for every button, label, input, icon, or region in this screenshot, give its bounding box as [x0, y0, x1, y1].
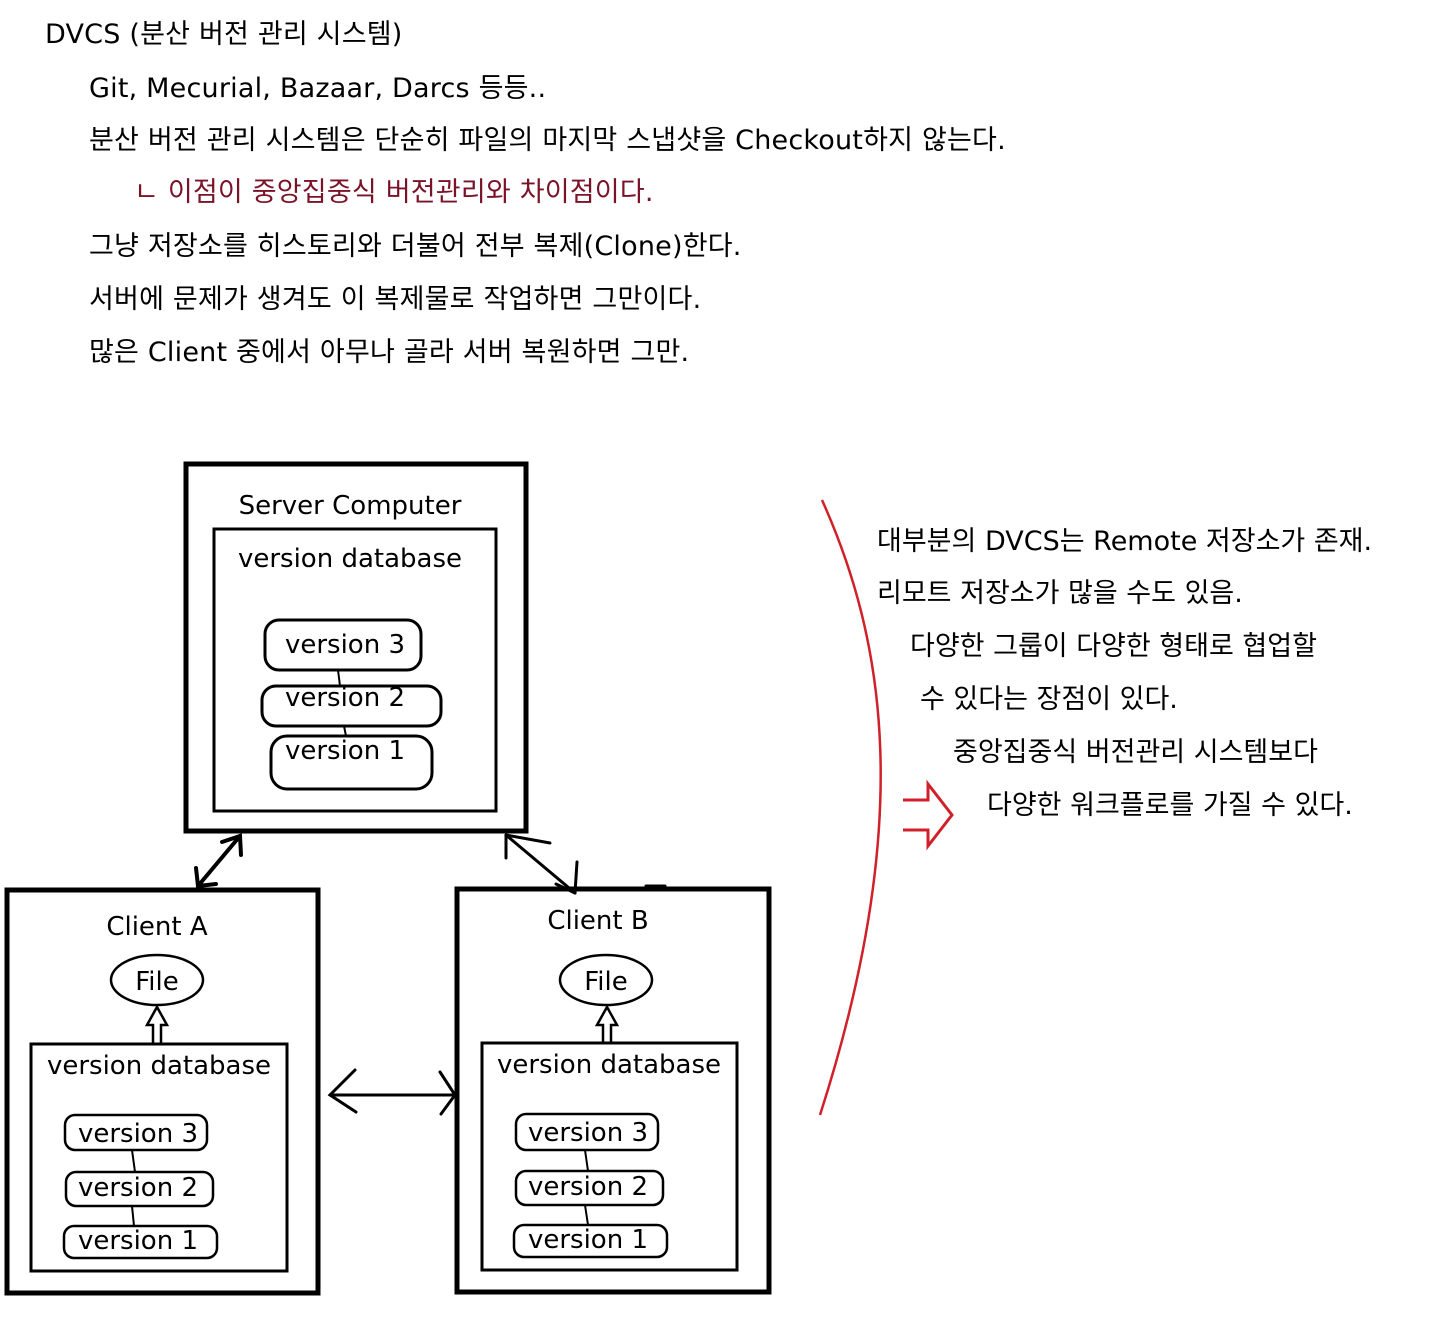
- red-bracket-curve: [818, 499, 882, 1116]
- client-b: Client B File version database version 3…: [454, 886, 772, 1295]
- client-a-db-label: version database: [47, 1051, 271, 1081]
- server-client-b-sync-arrow-icon: [504, 833, 667, 895]
- server-version-2: [260, 684, 443, 728]
- client-b-version-1: [512, 1223, 669, 1259]
- server-version-3: [263, 618, 423, 672]
- client-b-version-1-label: version 1: [528, 1225, 648, 1255]
- side-note-workflow-1: 중앙집중식 버전관리 시스템보다: [953, 737, 1318, 768]
- client-b-checkout-arrow-icon: [594, 1004, 620, 1043]
- server-version-3-label: version 3: [285, 630, 405, 660]
- side-note-collaboration-1: 다양한 그룹이 다양한 형태로 협업할: [910, 631, 1317, 662]
- client-a-version-2: [64, 1170, 215, 1208]
- client-a-file-label: File: [135, 967, 179, 997]
- client-a-version-link: [131, 1205, 135, 1227]
- client-a-checkout-arrow-icon: [144, 1004, 170, 1044]
- server-version-2-label: version 2: [285, 683, 405, 713]
- side-note-multiple-remotes: 리모트 저장소가 많을 수도 있음.: [877, 578, 1243, 609]
- server-client-a-sync-arrow-icon: [194, 833, 243, 889]
- client-a-client-b-sync-arrow-icon: [327, 1068, 457, 1116]
- red-right-arrow-icon: [903, 779, 954, 851]
- client-b-version-3-label: version 3: [528, 1118, 648, 1148]
- client-b-file: [558, 953, 654, 1007]
- client-a-version-1-label: version 1: [78, 1226, 198, 1256]
- client-a-version-link: [131, 1149, 136, 1173]
- client-b-version-link: [584, 1204, 589, 1226]
- client-a-title: Client A: [106, 912, 208, 942]
- client-a: Client A File version database version 3…: [4, 887, 321, 1296]
- client-a-version-3: [63, 1113, 209, 1152]
- notes-line-checkout: 분산 버전 관리 시스템은 단순히 파일의 마지막 스냅샷을 Checkout하…: [89, 125, 1006, 156]
- notes-line-difference: ㄴ 이점이 중앙집중식 버전관리와 차이점이다.: [134, 177, 654, 208]
- client-a-version-1: [62, 1224, 219, 1260]
- client-b-version-2: [514, 1169, 665, 1207]
- side-note-remote: 대부분의 DVCS는 Remote 저장소가 존재.: [877, 526, 1373, 557]
- side-note-collaboration-2: 수 있다는 장점이 있다.: [920, 684, 1178, 715]
- client-a-version-2-label: version 2: [78, 1173, 198, 1203]
- client-b-file-label: File: [584, 967, 628, 997]
- server-computer: Server Computer version database version…: [183, 461, 529, 834]
- client-b-db-label: version database: [497, 1050, 721, 1080]
- client-b-version-2-label: version 2: [528, 1172, 648, 1202]
- client-b-version-link: [584, 1149, 589, 1172]
- server-computer-title: Server Computer: [239, 491, 462, 521]
- server-version-1: [269, 734, 434, 791]
- client-a-version-3-label: version 3: [78, 1119, 198, 1149]
- server-version-1-label: version 1: [285, 736, 405, 766]
- side-note-workflow-2: 다양한 워크플로를 가질 수 있다.: [987, 790, 1353, 821]
- server-version-link: [343, 725, 347, 737]
- notes-line-server-problem: 서버에 문제가 생겨도 이 복제물로 작업하면 그만이다.: [89, 284, 702, 315]
- client-b-version-3: [514, 1112, 660, 1152]
- notes-title: DVCS (분산 버전 관리 시스템): [45, 19, 403, 50]
- server-version-link: [337, 669, 341, 687]
- notes-examples: Git, Mecurial, Bazaar, Darcs 등등..: [89, 73, 547, 104]
- notes-line-restore: 많은 Client 중에서 아무나 골라 서버 복원하면 그만.: [89, 337, 690, 368]
- notes-line-clone: 그냥 저장소를 히스토리와 더불어 전부 복제(Clone)한다.: [89, 231, 742, 262]
- client-b-title: Client B: [547, 906, 648, 936]
- server-db-label: version database: [238, 544, 462, 574]
